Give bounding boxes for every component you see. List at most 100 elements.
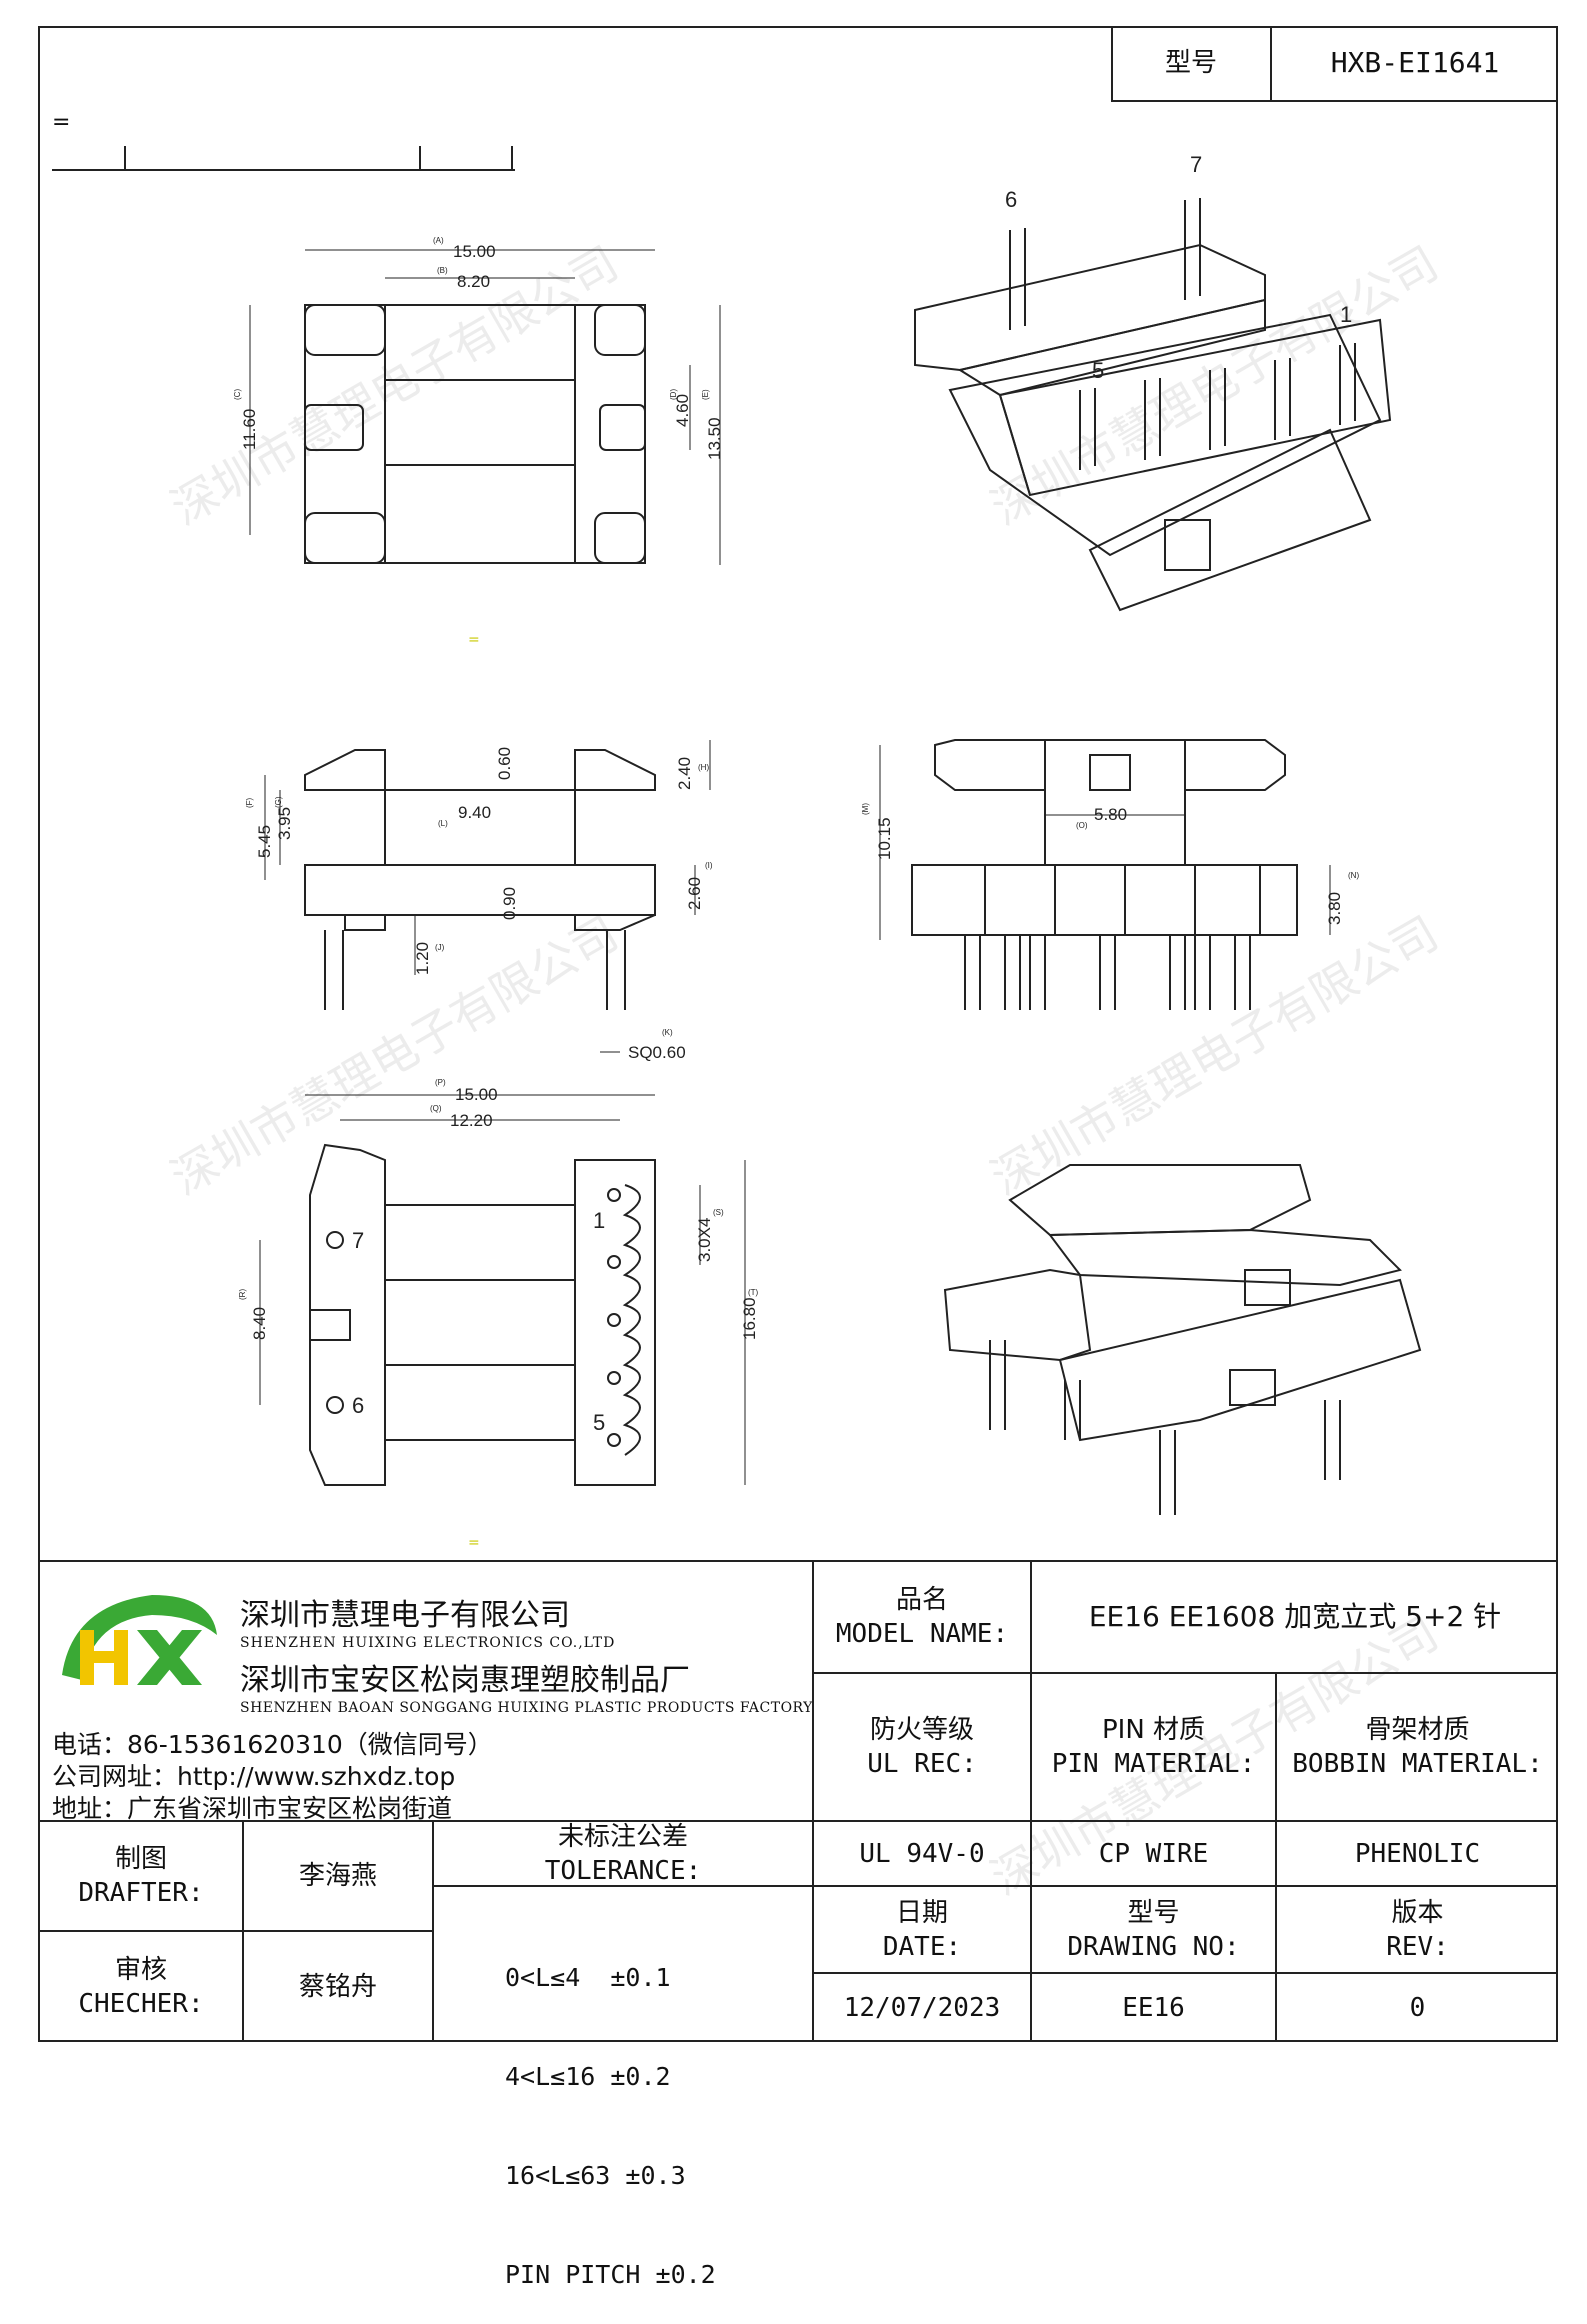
bottom-pin-1: 1 [593,1208,605,1233]
header-divider [1270,26,1272,102]
dim-l: 9.40 [458,803,491,822]
iso-view-top [914,198,1392,612]
header-model-label: 型号 [1164,48,1217,78]
tolerance-table: 0<L≤4 ±0.1 4<L≤16 ±0.2 16<L≤63 ±0.3 PIN … [505,1895,716,2324]
dim-d: 4.60 [673,394,692,427]
bobbin-material-value: PHENOLIC [1354,1838,1481,1869]
tolerance-row: PIN PITCH ±0.2 [505,2260,716,2289]
dim-d-tag: (D) [669,389,678,400]
model-name-value: EE16 EE1608 加宽立式 5+2 针 [1088,1600,1502,1633]
dim-q: 12.20 [450,1111,493,1130]
company-phone: 电话：86-15361620310（微信同号） [52,1730,493,1759]
title-block-mid-border [38,1820,1558,1822]
date-label: 日期 DATE: [882,1897,962,1962]
bottom-pin-5: 5 [593,1410,605,1435]
bottom-view [309,1143,656,1486]
dim-e: 13.50 [705,417,724,460]
ul-rec-label: 防火等级 UL REC: [867,1715,977,1779]
title-block-top-border [38,1560,1558,1562]
dim-m: 10.15 [875,817,894,860]
dim-j: 1.20 [413,942,432,975]
pin-label-1: 1 [1340,302,1352,327]
dim-s: 3.0X4 [695,1218,714,1262]
dim-g: 3.95 [275,807,294,840]
dim-f: 5.45 [255,825,274,858]
company-website: 公司网址：http://www.szhxdz.top [52,1762,456,1791]
side-view [304,749,656,1010]
dim-i-tag: (I) [705,861,713,870]
tolerance-label: 未标注公差 TOLERANCE: [544,1821,702,1886]
rev-value: 0 [1409,1993,1426,2023]
dim-r: 8.40 [250,1307,269,1340]
dim-f-tag: (F) [245,797,254,808]
dim-q-tag: (Q) [430,1104,442,1113]
dim-r-tag: (R) [238,1289,247,1300]
ul-rec-value: UL 94V-0 [859,1838,985,1869]
dim-s-tag: (S) [713,1208,724,1217]
company-address: 地址：广东省深圳市宝安区松岗街道 [52,1794,453,1823]
pin-material-label: PIN 材质 PIN MATERIAL: [1051,1715,1256,1779]
drawing-no-label: 型号 DRAWING NO: [1067,1897,1240,1962]
yellow-mark-1: = [468,632,480,648]
dim-g-tag: (G) [274,796,283,808]
dim-c-tag: (C) [233,389,242,400]
header-model-box [1111,26,1558,102]
dim-n-tag: (N) [1348,871,1359,880]
dim-k: SQ0.60 [628,1043,686,1062]
dim-o-tag: (O) [1076,821,1088,830]
dim-b-tag: (B) [437,266,448,275]
drafter-name: 李海燕 [298,1861,377,1891]
dim-h-tag: (H) [698,763,709,772]
tolerance-row: 4<L≤16 ±0.2 [505,2062,671,2091]
model-name-label: 品名 MODEL NAME: [835,1585,1009,1649]
date-value: 12/07/2023 [843,1993,1001,2023]
dim-o: 5.80 [1094,805,1127,824]
dim-t: 16.80 [740,1297,759,1340]
checker-label: 审核 CHECHER: [78,1955,204,2019]
dim-p-tag: (P) [435,1078,446,1087]
header-model-value: HXB-EI1641 [1330,46,1500,79]
dim-060: 0.60 [495,747,514,780]
dim-e-tag: (E) [701,389,710,400]
pin-label-6: 6 [1005,187,1017,212]
dim-b: 8.20 [457,272,490,291]
bobbin-material-label: 骨架材质 BOBBIN MATERIAL: [1292,1715,1543,1779]
dim-c: 11.60 [240,409,259,450]
dim-j-tag: (J) [435,943,445,952]
iso-view-bottom [943,1164,1422,1515]
dim-m-tag: (M) [861,803,870,815]
tolerance-row: 16<L≤63 ±0.3 [505,2161,686,2190]
bottom-pin-7: 7 [352,1228,364,1253]
dim-n: 3.80 [1325,892,1344,925]
dim-a-tag: (A) [433,236,444,245]
factory-name-cn: 深圳市宝安区松岗惠理塑胶制品厂 [240,1663,690,1698]
bottom-pin-6: 6 [352,1393,364,1418]
top-view [304,304,646,564]
dim-090: 0.90 [500,887,519,920]
factory-name-en: SHENZHEN BAOAN SONGGANG HUIXING PLASTIC … [240,1700,813,1716]
company-name-en: SHENZHEN HUIXING ELECTRONICS CO.,LTD [240,1635,616,1651]
title-block-divider [812,1560,814,2042]
checker-name: 蔡铭舟 [298,1972,377,2002]
dim-h: 2.40 [675,757,694,790]
dim-i: 2.60 [685,877,704,910]
rev-label: 版本 REV: [1386,1897,1449,1962]
pin-material-value: CP WIRE [1098,1838,1209,1869]
dim-l-tag: (L) [438,819,448,828]
drafter-label: 制图 DRAFTER: [78,1844,204,1908]
dim-k-tag: (K) [662,1028,673,1037]
dim-a: 15.00 [453,242,496,261]
company-name-cn: 深圳市慧理电子有限公司 [240,1598,570,1633]
dim-t-tag: (T) [748,1288,759,1297]
top-mark: = [52,110,71,135]
drawing-frame [38,26,1558,2042]
drawing-no-value: EE16 [1122,1993,1185,2023]
front-view [911,739,1298,1010]
yellow-mark-2: = [468,1535,480,1551]
company-logo: HX [62,1595,217,1685]
pin-label-5: 5 [1092,358,1104,383]
pin-label-7: 7 [1190,152,1202,177]
tolerance-row: 0<L≤4 ±0.1 [505,1963,671,1992]
dim-p: 15.00 [455,1085,498,1104]
technical-drawing: 6 7 5 1 (A) 15.00 (B) 8.20 11.60 (C) 4.6… [52,146,1422,1515]
